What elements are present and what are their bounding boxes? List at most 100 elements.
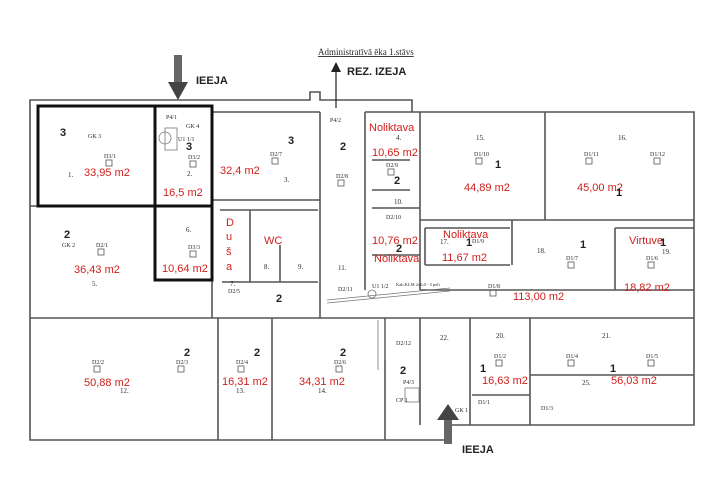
equipment-label: D2/11 xyxy=(338,287,353,293)
equipment-label: GK 2 xyxy=(62,243,75,249)
section-mark: 2 xyxy=(254,347,260,359)
equipment-markers xyxy=(93,157,661,373)
section-mark: 1 xyxy=(580,239,586,251)
equipment-label: D2/2 xyxy=(92,360,104,366)
section-mark: 1 xyxy=(660,237,666,249)
equipment-label: D1/1 xyxy=(478,400,490,406)
area-label: 16,5 m2 xyxy=(163,187,203,199)
equipment-label: D2/7 xyxy=(270,152,282,158)
equipment-label: D3/1 xyxy=(104,154,116,160)
equipment-label: GK 1 xyxy=(455,408,468,414)
equipment-label: D1/12 xyxy=(650,152,665,158)
equipment-label: U1 1/2 xyxy=(372,284,389,290)
section-mark: 1 xyxy=(480,363,486,375)
room-name-virtuve: Virtuve xyxy=(629,235,663,247)
area-label: 33,95 m2 xyxy=(84,167,130,179)
area-label: 16,63 m2 xyxy=(482,375,528,387)
area-label: 113,00 m2 xyxy=(513,291,564,303)
room-number: 8. xyxy=(264,263,270,271)
rez-entrance-label: REZ. IZEJA xyxy=(347,66,406,78)
area-label: 18,82 m2 xyxy=(624,282,670,294)
equipment-label: U1 1/1 xyxy=(178,137,195,143)
room-number: 17. xyxy=(440,238,449,246)
room-name-noliktava: Noliktava xyxy=(374,253,420,265)
area-label: 10,76 m2 xyxy=(372,235,418,247)
room-number: 5. xyxy=(92,280,98,288)
equipment-label: D2/8 xyxy=(336,174,348,180)
equipment-label: GK 4 xyxy=(186,124,199,130)
building-title: Administratīvā ēka 1.stāvs xyxy=(318,47,414,57)
area-label: 10,64 m2 xyxy=(162,263,208,275)
entrance-top-label: IEEJA xyxy=(196,75,228,87)
equipment-label: D1/8 xyxy=(488,284,500,290)
interior-walls xyxy=(30,111,694,440)
area-label: 44,89 m2 xyxy=(464,182,510,194)
fixtures xyxy=(158,127,451,403)
room-number: 13. xyxy=(236,387,245,395)
section-mark: 2 xyxy=(64,229,70,241)
equipment-label: D3/2 xyxy=(188,155,200,161)
room-name-noliktava: Noliktava xyxy=(369,122,415,134)
equipment-label: D1/4 xyxy=(566,354,578,360)
entrance-arrows xyxy=(168,55,459,444)
room-number: 16. xyxy=(618,134,627,142)
section-mark: 1 xyxy=(616,187,622,199)
area-label: 50,88 m2 xyxy=(84,377,130,389)
area-label: 32,4 m2 xyxy=(220,165,260,177)
section-mark: 1 xyxy=(466,237,472,249)
room-number: 25. xyxy=(582,379,591,387)
equipment-label: D1/3 xyxy=(541,406,553,412)
equipment-label: D2/12 xyxy=(396,341,411,347)
section-mark: 2 xyxy=(396,243,402,255)
room-number: 21. xyxy=(602,332,611,340)
room-number: 15. xyxy=(476,134,485,142)
room-number: 1. xyxy=(68,171,74,179)
equipment-labels: GK 3 GK 4 P4/1 U1 1/1 D3/1 D3/2 D3/3 D2/… xyxy=(62,115,665,414)
equipment-label: D1/11 xyxy=(584,152,599,158)
room-number: 12. xyxy=(120,387,129,395)
section-mark: 2 xyxy=(340,141,346,153)
fire-section-border xyxy=(36,104,214,282)
equipment-label: D1/10 xyxy=(474,152,489,158)
room-number: 3. xyxy=(284,176,290,184)
room-name-labels: Noliktava Noliktava Noliktava Virtuve WC… xyxy=(226,122,663,273)
equipment-label: P4/3 xyxy=(403,380,414,386)
room-number: 10. xyxy=(394,198,403,206)
section-mark: 2 xyxy=(184,347,190,359)
section-mark: 3 xyxy=(60,127,66,139)
room-number: 14. xyxy=(318,387,327,395)
room-name-noliktava: Noliktava xyxy=(443,229,489,241)
section-mark: 3 xyxy=(288,135,294,147)
section-marks: 3 3 3 2 2 2 2 2 2 2 2 2 1 1 1 1 1 1 1 xyxy=(60,127,666,377)
equipment-label: P4/2 xyxy=(330,118,341,124)
room-number: 19. xyxy=(662,248,671,256)
equipment-label: D2/4 xyxy=(236,360,248,366)
equipment-label: D1/7 xyxy=(566,256,578,262)
room-name-dusa: š xyxy=(226,246,232,258)
equipment-label: D2/3 xyxy=(176,360,188,366)
room-number: 2. xyxy=(187,170,193,178)
section-mark: 2 xyxy=(394,175,400,187)
equipment-label: D1/5 xyxy=(646,354,658,360)
equipment-label: GK 3 xyxy=(88,134,101,140)
area-labels: 33,95 m2 16,5 m2 32,4 m2 10,65 m2 44,89 … xyxy=(74,147,670,389)
section-mark: 2 xyxy=(276,293,282,305)
room-number: 20. xyxy=(496,332,505,340)
equipment-label: D1/9 xyxy=(472,239,484,245)
room-number: 9. xyxy=(298,263,304,271)
room-number: 4. xyxy=(396,134,402,142)
room-name-wc: WC xyxy=(264,235,282,247)
room-number: 11. xyxy=(338,264,347,272)
equipment-label: D2/10 xyxy=(386,215,401,221)
equipment-label: D3/3 xyxy=(188,245,200,251)
equipment-label: P4/1 xyxy=(166,115,177,121)
equipment-label: D2/1 xyxy=(96,243,108,249)
stair-note: Kab.KLM 2x6,0 - 5 peli xyxy=(396,282,440,288)
entrance-bottom-label: IEEJA xyxy=(462,444,494,456)
area-label: 56,03 m2 xyxy=(611,375,657,387)
equipment-label: D1/6 xyxy=(646,256,658,262)
equipment-label: D2/6 xyxy=(334,360,346,366)
section-mark: 1 xyxy=(610,363,616,375)
room-name-dusa: D xyxy=(226,217,234,229)
